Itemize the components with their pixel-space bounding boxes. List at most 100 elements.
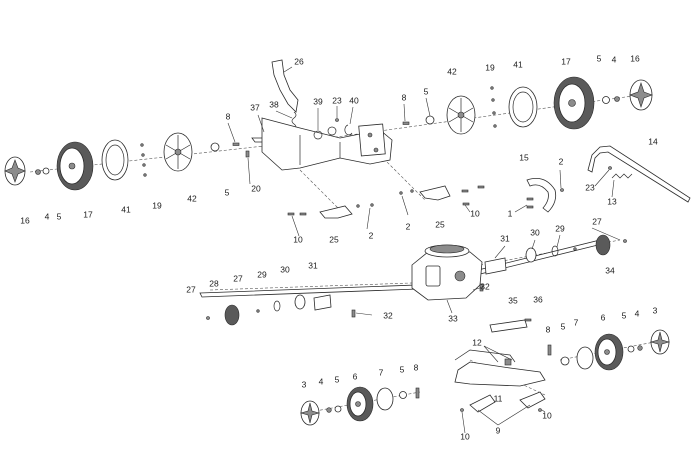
callout-10: 10: [293, 234, 303, 244]
callout-7: 7: [574, 317, 579, 327]
callout-5: 5: [561, 321, 566, 331]
callout-4: 4: [45, 211, 50, 221]
front-axle-part-11: [454, 361, 546, 387]
callout-30: 30: [280, 264, 290, 274]
callout-19: 19: [485, 62, 495, 72]
callout-27: 27: [186, 284, 196, 294]
callout-5: 5: [597, 53, 602, 63]
callout-11: 11: [494, 393, 503, 403]
callout-5: 5: [335, 374, 340, 384]
hubcap-star-left: [4, 159, 26, 183]
height-adjuster-assembly: [251, 59, 393, 171]
callout-31: 31: [500, 233, 510, 243]
callout-40: 40: [349, 95, 359, 105]
callout-16: 16: [630, 53, 640, 63]
brake-shoe-part-15: [526, 177, 557, 213]
callout-16: 16: [20, 215, 30, 225]
callout-28: 28: [209, 278, 219, 288]
washer-part-4-left: [35, 169, 41, 175]
height-bracket: [261, 117, 393, 171]
washer-part-5-left: [42, 167, 50, 175]
front-right-wheel-group: [547, 329, 671, 371]
callout-17: 17: [83, 209, 93, 219]
brake-shoe-group: [526, 177, 564, 213]
callout-9: 9: [496, 425, 501, 435]
gear-ring-part-41-right: [508, 86, 538, 128]
callout-29: 29: [555, 223, 565, 233]
mid-clips-group: [287, 185, 485, 219]
bearing-part-31-left: [313, 294, 332, 311]
adjust-lever-part-26: [271, 59, 299, 113]
callout-32: 32: [480, 281, 490, 291]
callout-3: 3: [302, 379, 307, 389]
callout-35: 35: [508, 295, 518, 305]
callout-23: 23: [585, 182, 595, 192]
bracket-part-35: [489, 319, 528, 333]
callout-23: 23: [332, 95, 342, 105]
callout-8: 8: [402, 92, 407, 102]
callout-4: 4: [612, 54, 617, 64]
washer-part-5-left-inner: [210, 142, 220, 152]
callout-25: 25: [329, 234, 339, 244]
callout-20: 20: [251, 183, 261, 193]
callout-5: 5: [225, 187, 230, 197]
callout-7: 7: [379, 367, 384, 377]
callout-41: 41: [121, 204, 131, 214]
rear-handle-group: [587, 145, 691, 203]
gearbox-part-33: [411, 251, 483, 301]
link-part-25-left: [319, 205, 353, 219]
pinion-part-34-right: [595, 234, 611, 256]
callout-5: 5: [622, 310, 627, 320]
callout-27: 27: [592, 216, 602, 226]
callout-2: 2: [406, 221, 411, 231]
callout-41: 41: [513, 59, 523, 69]
callout-33: 33: [448, 313, 458, 323]
callout-8: 8: [226, 111, 231, 121]
callout-8: 8: [546, 324, 551, 334]
callout-25: 25: [435, 219, 445, 229]
front-left-wheel-group: [299, 386, 420, 426]
callout-6: 6: [353, 371, 358, 381]
callout-32: 32: [383, 310, 393, 320]
callout-38: 38: [269, 99, 279, 109]
callout-10: 10: [470, 208, 480, 218]
callout-2: 2: [369, 230, 374, 240]
left-rear-wheel-group: [4, 132, 250, 191]
link-part-25-right: [419, 185, 451, 201]
callout-37: 37: [250, 102, 260, 112]
callout-39: 39: [313, 96, 323, 106]
callout-10: 10: [542, 410, 552, 420]
callout-1: 1: [508, 208, 513, 218]
rear-bar-part-14: [587, 145, 691, 203]
callout-26: 26: [294, 56, 304, 66]
callout-4: 4: [635, 308, 640, 318]
callout-27: 27: [233, 273, 243, 283]
callout-leaders: [227, 66, 621, 434]
bearing-part-31-right: [484, 257, 507, 275]
callout-5: 5: [57, 211, 62, 221]
right-rear-wheel-group: [402, 76, 653, 135]
callout-10: 10: [460, 431, 470, 441]
callout-6: 6: [601, 312, 606, 322]
part-callouts: 26 37 38 39 23 40 8 5 42 19 41 17 5 4 16…: [20, 53, 658, 441]
callout-17: 17: [561, 56, 571, 66]
callout-42: 42: [447, 66, 457, 76]
wheel-hub-left: [68, 162, 76, 170]
callout-13: 13: [607, 196, 617, 206]
callout-5: 5: [400, 364, 405, 374]
callout-3: 3: [653, 305, 658, 315]
callout-42: 42: [187, 193, 197, 203]
callout-29: 29: [257, 269, 267, 279]
callout-34: 34: [605, 265, 615, 275]
callout-14: 14: [648, 136, 658, 146]
gearbox-assembly: [199, 234, 627, 326]
callout-19: 19: [152, 200, 162, 210]
callout-15: 15: [519, 152, 529, 162]
pinion-part-28-left: [224, 304, 240, 326]
callout-30: 30: [530, 227, 540, 237]
callout-36: 36: [533, 294, 543, 304]
callout-31: 31: [308, 260, 318, 270]
callout-4: 4: [319, 376, 324, 386]
